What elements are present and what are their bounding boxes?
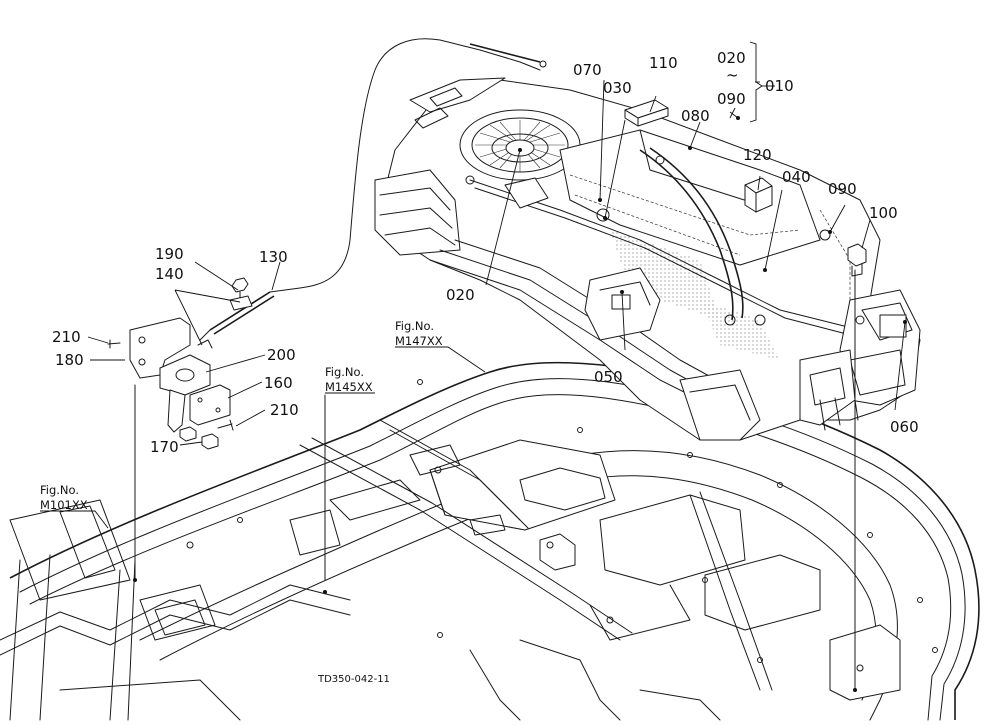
label-190: 190 [155, 245, 184, 263]
label-range-tilde: ~ [726, 66, 739, 84]
label-050: 050 [594, 368, 623, 386]
figure-references: Fig.No. M147XX Fig.No. M145XX Fig.No. M1… [40, 319, 443, 512]
drawing-code: TD350-042-11 [317, 674, 390, 685]
label-170: 170 [150, 438, 179, 456]
fig-ref-m147-title: Fig.No. [395, 319, 434, 333]
fig-ref-m101-code: M101XX [40, 498, 88, 512]
label-020-range-start: 020 [717, 49, 746, 67]
label-060: 060 [890, 418, 919, 436]
leader-dots [133, 116, 907, 692]
label-210-right: 210 [270, 401, 299, 419]
label-140: 140 [155, 265, 184, 283]
label-010: 010 [765, 77, 794, 95]
cab-floor-frame [0, 361, 980, 721]
heater-unit-assembly [374, 77, 921, 441]
label-020: 020 [446, 286, 475, 304]
label-040: 040 [782, 168, 811, 186]
label-070: 070 [573, 61, 602, 79]
label-180: 180 [55, 351, 84, 369]
fig-ref-m145-title: Fig.No. [325, 365, 364, 379]
label-110: 110 [649, 54, 678, 72]
label-080: 080 [681, 107, 710, 125]
label-200: 200 [267, 346, 296, 364]
label-030: 030 [603, 79, 632, 97]
fig-ref-m145-code: M145XX [325, 380, 373, 394]
label-210-left: 210 [52, 328, 81, 346]
label-090: 090 [828, 180, 857, 198]
control-cable-and-lever [107, 38, 856, 691]
label-130: 130 [259, 248, 288, 266]
label-100: 100 [869, 204, 898, 222]
fig-ref-m147-code: M147XX [395, 334, 443, 348]
label-120: 120 [743, 146, 772, 164]
label-090-range-end: 090 [717, 90, 746, 108]
part-number-labels: 010 020 ~ 090 020 030 040 050 060 070 08… [52, 49, 919, 456]
fig-ref-m101-title: Fig.No. [40, 483, 79, 497]
label-160: 160 [264, 374, 293, 392]
